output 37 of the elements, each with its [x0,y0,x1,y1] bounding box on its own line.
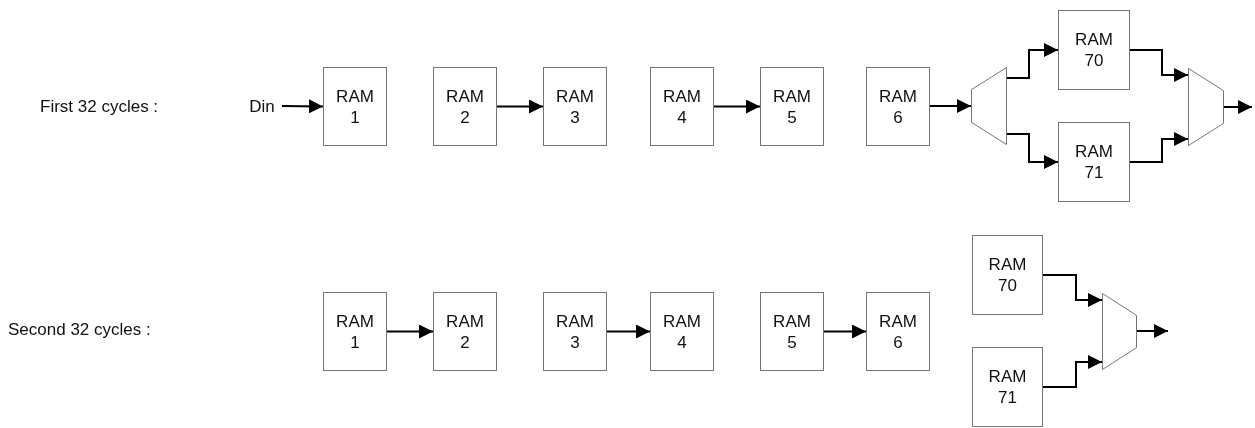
ram-block: RAM 6 [866,67,930,146]
multiplexer-trapezoid [1188,68,1224,146]
ram-block: RAM 4 [650,67,714,146]
arrow [1006,43,1059,79]
arrow [713,99,761,114]
row-label: First 32 cycles : [40,97,159,117]
ram-block: RAM 70 [1058,10,1130,90]
arrow [386,324,434,339]
multiplexer-trapezoid [971,67,1007,145]
ram-block: RAM 1 [323,292,387,371]
arrow [1129,49,1189,82]
arrow [1223,100,1253,114]
arrow [1136,324,1169,338]
ram-block: RAM 5 [760,292,824,371]
arrow [1006,133,1059,169]
arrow [823,324,867,339]
ram-block: RAM 71 [1058,122,1130,202]
arrow [496,99,544,114]
arrow [606,324,651,339]
ram-block: RAM 70 [972,235,1043,315]
arrow [1129,132,1189,163]
arrow [1042,355,1103,388]
arrow [281,99,324,114]
ram-block: RAM 4 [650,292,714,371]
ram-block: RAM 5 [760,67,824,146]
arrow [929,99,972,113]
ram-block: RAM 2 [433,67,497,146]
ram-block: RAM 6 [866,292,930,371]
signal-label: Din [244,94,280,118]
row-label: Second 32 cycles : [8,320,151,340]
ram-block: RAM 3 [543,292,607,371]
ram-block: RAM 71 [972,347,1043,427]
multiplexer-trapezoid [1102,293,1137,370]
ram-block: RAM 1 [323,67,387,146]
arrow [1042,274,1103,307]
ram-block: RAM 2 [433,292,497,371]
ram-block: RAM 3 [543,67,607,146]
